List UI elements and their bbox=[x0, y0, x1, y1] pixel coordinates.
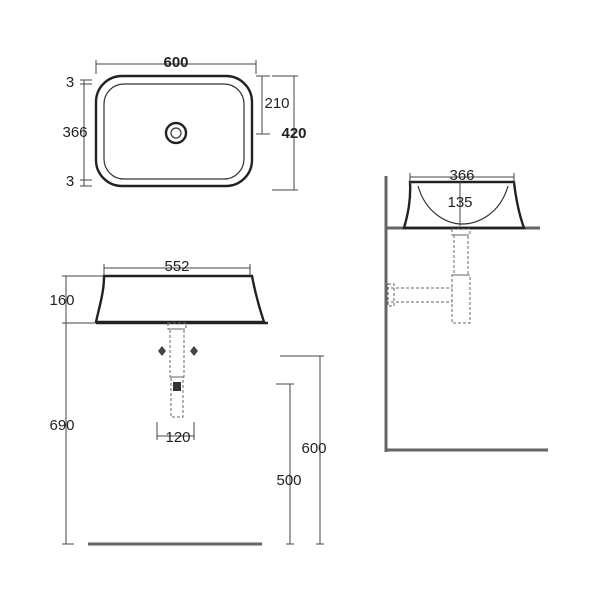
side-trap-body bbox=[451, 274, 471, 324]
inner-depth-label: 366 bbox=[62, 124, 87, 141]
basin-outer-outline bbox=[94, 74, 254, 188]
drain-offset-label: 210 bbox=[264, 95, 289, 112]
basin-front-profile bbox=[94, 274, 266, 324]
front-height-label: 160 bbox=[49, 292, 74, 309]
outlet-height-2-label: 500 bbox=[276, 472, 301, 489]
rim-bottom-label: 3 bbox=[66, 173, 74, 190]
top-width-label: 600 bbox=[163, 54, 188, 71]
side-view: 366 135 bbox=[384, 167, 548, 452]
basin-side-profile bbox=[402, 180, 526, 230]
top-depth-label: 420 bbox=[281, 125, 306, 142]
floor-to-rim-label: 690 bbox=[49, 417, 74, 434]
waste-pipe bbox=[169, 328, 185, 378]
rim-top-label: 3 bbox=[66, 74, 74, 91]
side-depth-label: 366 bbox=[449, 167, 474, 184]
trap-outlet bbox=[173, 382, 181, 391]
bowl-depth-label: 135 bbox=[447, 194, 472, 211]
basin-inner-outline bbox=[103, 83, 245, 180]
wall-outlet bbox=[387, 283, 395, 307]
side-waste-flange bbox=[451, 228, 471, 236]
left-valve-icon bbox=[158, 346, 166, 356]
right-valve-icon bbox=[190, 346, 198, 356]
front-view: 552 160 690 120 600 500 bbox=[49, 258, 327, 546]
top-view: 600 3 366 3 210 420 bbox=[62, 54, 307, 191]
basin-side-inner bbox=[417, 185, 509, 225]
trap-width-label: 120 bbox=[165, 429, 190, 446]
outlet-height-1-label: 600 bbox=[301, 440, 326, 457]
drain-outer bbox=[164, 121, 188, 145]
trap-body bbox=[170, 376, 184, 418]
side-waste-pipe bbox=[453, 234, 469, 276]
front-width-label: 552 bbox=[164, 258, 189, 275]
drain-inner bbox=[170, 127, 182, 139]
